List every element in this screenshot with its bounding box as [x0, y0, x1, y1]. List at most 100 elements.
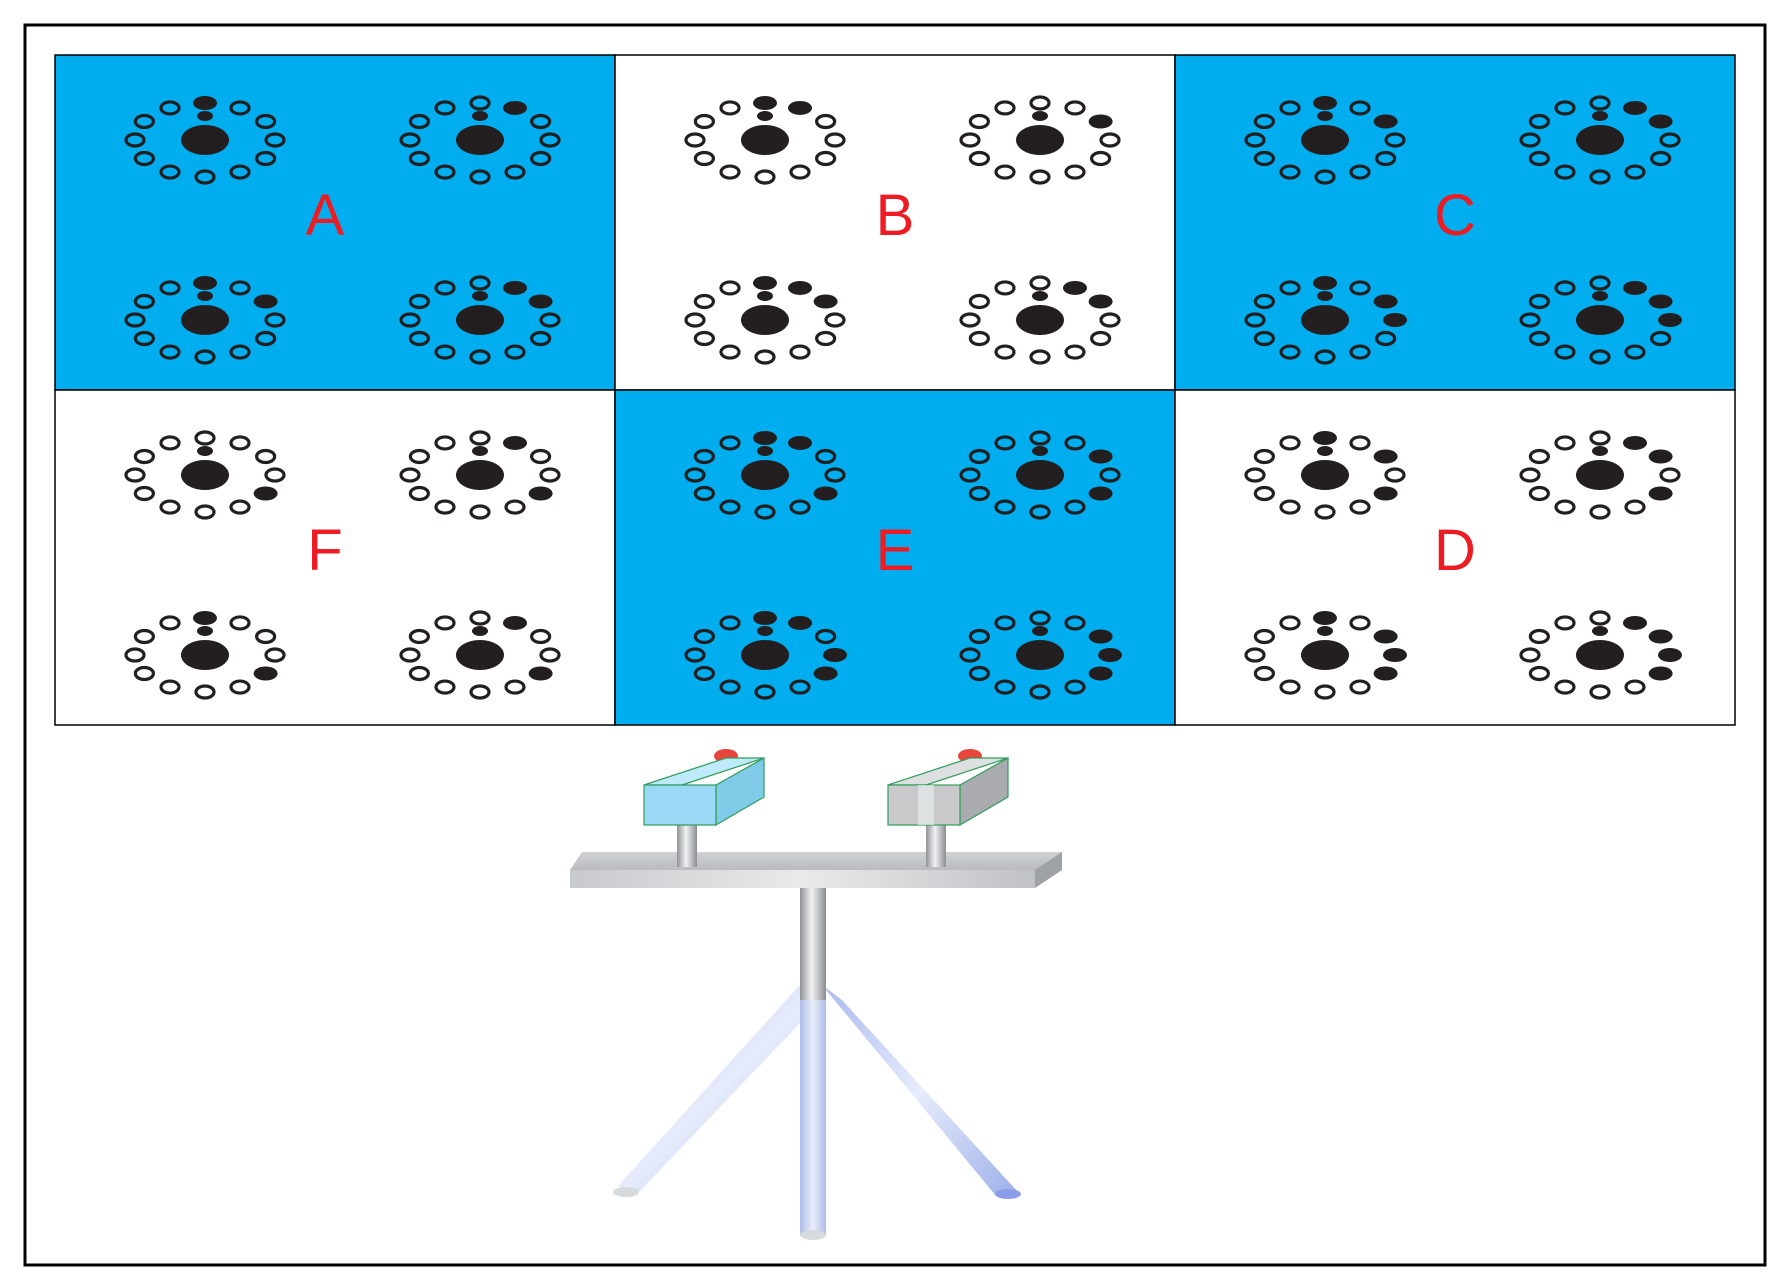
ring-dot-hollow [399, 312, 421, 328]
ring-dot-hollow [1349, 164, 1371, 180]
target-orientation-dot [1032, 291, 1048, 301]
ring-dot-hollow [1384, 132, 1406, 148]
target-orientation-dot [197, 291, 213, 301]
ring-dot-hollow [693, 113, 715, 130]
ring-dot-hollow [815, 150, 837, 167]
target-orientation-dot [757, 446, 773, 456]
ring-dot-hollow [789, 679, 811, 695]
ring-dot-hollow [693, 293, 715, 310]
ring-dot-hollow [469, 430, 491, 446]
ring-dot-hollow [1589, 430, 1611, 446]
circular-target [1519, 275, 1682, 365]
ring-dot-hollow [968, 330, 990, 347]
circular-target [684, 611, 847, 700]
ring-dot-hollow [1029, 684, 1051, 700]
ring-dot-hollow [719, 615, 741, 631]
target-orientation-dot [1592, 291, 1608, 301]
ring-dot-filled [753, 276, 777, 290]
ring-dot-hollow [693, 150, 715, 167]
target-orientation-dot [1317, 291, 1333, 301]
ring-dot-hollow [684, 467, 706, 483]
ring-dot-filled [1313, 276, 1337, 290]
ring-dot-hollow [824, 132, 846, 148]
ring-dot-hollow [264, 312, 286, 328]
ring-dot-hollow [815, 113, 837, 130]
ring-dot-hollow [1279, 679, 1301, 695]
target-orientation-dot [197, 111, 213, 121]
ring-dot-filled [1313, 431, 1337, 445]
ring-dot-hollow [693, 485, 715, 502]
ring-dot-hollow [719, 679, 741, 695]
ring-dot-hollow [959, 312, 981, 328]
ring-dot-filled [193, 276, 217, 290]
ring-dot-filled [1658, 648, 1682, 662]
target-center-dot [1016, 640, 1064, 670]
ring-dot-hollow [1349, 615, 1371, 631]
ring-dot-hollow [994, 280, 1016, 296]
ring-dot-filled [193, 96, 217, 110]
ring-dot-hollow [1349, 344, 1371, 360]
ring-dot-hollow [434, 344, 456, 360]
ring-dot-hollow [1519, 647, 1541, 663]
ring-dot-hollow [1253, 330, 1275, 347]
target-orientation-dot [757, 291, 773, 301]
ring-dot-hollow [1528, 293, 1550, 310]
ring-dot-hollow [754, 169, 776, 185]
ring-dot-hollow [1279, 615, 1301, 631]
ring-dot-hollow [434, 679, 456, 695]
ring-dot-hollow [1253, 293, 1275, 310]
ring-dot-hollow [1253, 628, 1275, 645]
ring-dot-hollow [1349, 435, 1371, 451]
target-orientation-dot [1317, 111, 1333, 121]
camera-left [643, 749, 765, 827]
ring-dot-filled [1648, 294, 1673, 309]
target-center-dot [1576, 305, 1624, 335]
ring-dot-hollow [815, 330, 837, 347]
circular-target [1244, 611, 1407, 700]
circular-target [399, 430, 561, 520]
target-center-dot [456, 305, 504, 335]
target-orientation-dot [1592, 626, 1608, 636]
target-center-dot [1301, 125, 1349, 155]
ring-dot-hollow [1519, 467, 1541, 483]
ring-dot-filled [1373, 666, 1398, 681]
ring-dot-hollow [1528, 150, 1550, 167]
circular-target [959, 275, 1121, 365]
ring-dot-hollow [408, 448, 430, 465]
ring-dot-hollow [1099, 467, 1121, 483]
target-center-dot [1576, 460, 1624, 490]
target-center-dot [456, 125, 504, 155]
ring-dot-hollow [539, 647, 561, 663]
ring-dot-hollow [1253, 113, 1275, 130]
ring-dot-hollow [968, 448, 990, 465]
stereo-camera-rig [570, 749, 1062, 1240]
panel-a: A [54, 54, 616, 391]
target-center-dot [181, 460, 229, 490]
ring-dot-filled [1373, 629, 1398, 644]
ring-dot-hollow [194, 349, 216, 365]
ring-dot-hollow [469, 504, 491, 520]
ring-dot-hollow [133, 485, 155, 502]
ring-dot-filled [503, 615, 527, 630]
ring-dot-hollow [504, 344, 526, 360]
mounting-plate [570, 852, 1062, 888]
ring-dot-hollow [255, 628, 277, 645]
ring-dot-hollow [1554, 100, 1576, 116]
ring-dot-filled [753, 96, 777, 110]
ring-dot-hollow [719, 499, 741, 515]
ring-dot-hollow [754, 684, 776, 700]
target-center-dot [741, 640, 789, 670]
ring-dot-hollow [133, 330, 155, 347]
ring-dot-hollow [968, 293, 990, 310]
ring-dot-hollow [1244, 647, 1266, 663]
ring-dot-hollow [124, 467, 146, 483]
ring-dot-hollow [968, 665, 990, 682]
ring-dot-filled [1373, 294, 1398, 309]
ring-dot-hollow [1519, 312, 1541, 328]
target-orientation-dot [1317, 626, 1333, 636]
ring-dot-hollow [994, 435, 1016, 451]
ring-dot-hollow [229, 100, 251, 116]
ring-dot-hollow [719, 435, 741, 451]
tripod-leg-left [618, 985, 822, 1193]
ring-dot-hollow [255, 113, 277, 130]
